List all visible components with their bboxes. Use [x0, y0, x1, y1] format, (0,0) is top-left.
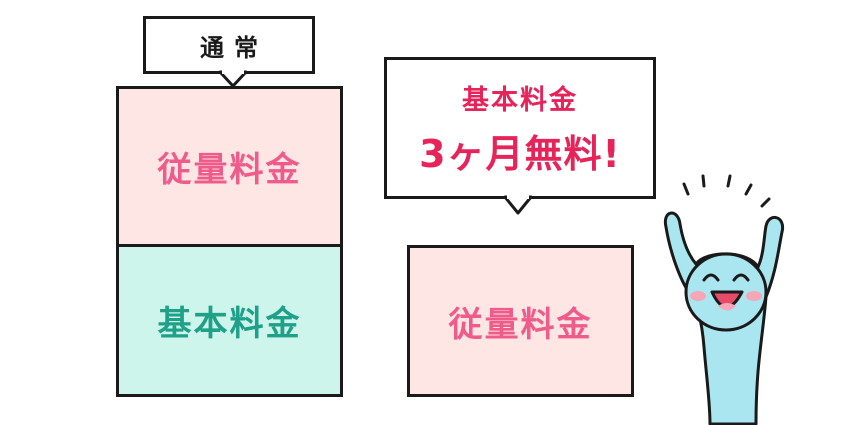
normal-base-fee-text: 基本料金	[157, 304, 302, 344]
campaign-line1-text: 基本料金	[462, 85, 578, 116]
campaign-usage-fee-box: 従量料金	[407, 245, 634, 397]
campaign-line2-text: 3ヶ月無料!	[419, 132, 621, 176]
normal-usage-fee-text: 従量料金	[157, 150, 302, 190]
campaign-usage-fee-text: 従量料金	[448, 304, 593, 345]
campaign-speech-bubble: 基本料金 3ヶ月無料!	[384, 57, 656, 199]
campaign-bubble-tail	[503, 195, 533, 215]
normal-plan-label: 通常	[143, 16, 315, 74]
cheering-character-icon	[663, 174, 785, 425]
normal-plan-label-text: 通常	[200, 33, 268, 62]
normal-label-tail	[218, 70, 248, 88]
normal-usage-fee-box: 従量料金	[116, 86, 343, 247]
normal-base-fee-box: 基本料金	[116, 244, 343, 397]
